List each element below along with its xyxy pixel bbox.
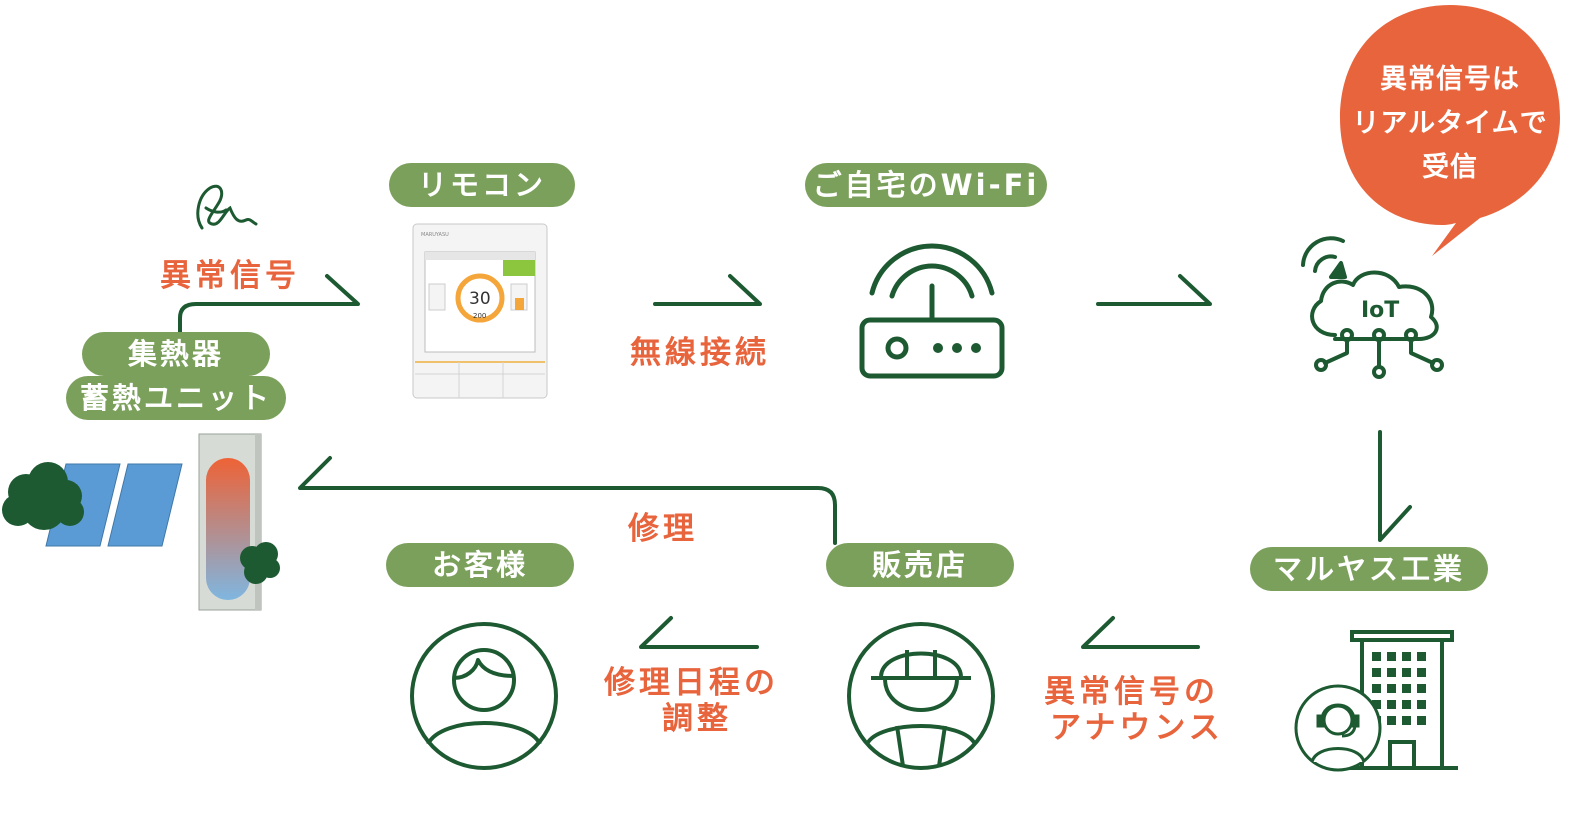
iot-cloud-icon: IoT xyxy=(1301,236,1444,379)
bubble-line-2: リアルタイムで xyxy=(1352,108,1548,139)
node-collector-label-2: 蓄熱ユニット xyxy=(66,376,286,420)
arrow-signal-to-remote xyxy=(178,274,360,334)
office-building-icon xyxy=(1340,630,1458,770)
label-schedule-line-1: 修理日程の xyxy=(604,665,779,701)
worker-helmet-icon xyxy=(847,622,995,770)
arrow-dealer-to-customer xyxy=(639,616,759,649)
router-icon xyxy=(859,243,1005,379)
signature-icon xyxy=(196,184,258,230)
tree-icon xyxy=(240,542,280,584)
label-wireless-connection: 無線接続 xyxy=(630,335,770,371)
node-customer-label: お客様 xyxy=(386,543,574,587)
solar-collector-illustration xyxy=(2,433,280,611)
tree-icon xyxy=(2,462,84,530)
bubble-line-1: 異常信号は xyxy=(1380,64,1520,95)
remote-brand: MARUYASU xyxy=(421,232,449,238)
node-dealer-label: 販売店 xyxy=(826,543,1014,587)
realtime-speech-bubble xyxy=(1340,5,1560,256)
solar-panel-icon xyxy=(45,463,183,547)
node-wifi-label: ご自宅のWi-Fi xyxy=(805,163,1047,207)
label-repair: 修理 xyxy=(628,511,698,547)
node-remote-label: リモコン xyxy=(389,163,575,207)
arrow-iot-to-maker xyxy=(1378,430,1412,542)
arrow-wifi-to-iot xyxy=(1096,274,1212,306)
bubble-line-3: 受信 xyxy=(1422,152,1478,183)
remote-display-value: 30 xyxy=(469,289,491,309)
label-announce-line-2: アナウンス xyxy=(1050,710,1224,746)
iot-label: IoT xyxy=(1361,298,1399,323)
remote-controller-icon: MARUYASU 30 200 xyxy=(412,223,548,399)
node-collector-label-1: 集熱器 xyxy=(82,332,270,376)
label-abnormal-signal: 異常信号 xyxy=(160,258,300,294)
arrow-remote-to-wifi xyxy=(653,274,762,306)
operator-headset-icon xyxy=(1294,684,1382,772)
customer-person-icon xyxy=(410,622,558,770)
label-schedule-line-2: 調整 xyxy=(662,701,732,737)
storage-tank-icon xyxy=(198,433,262,611)
arrow-maker-to-dealer xyxy=(1081,616,1200,649)
label-announce-line-1: 異常信号の xyxy=(1044,674,1219,710)
arrow-repair-to-collector xyxy=(298,456,837,545)
node-maker-label: マルヤス工業 xyxy=(1250,547,1488,591)
remote-display-sub: 200 xyxy=(473,312,486,320)
